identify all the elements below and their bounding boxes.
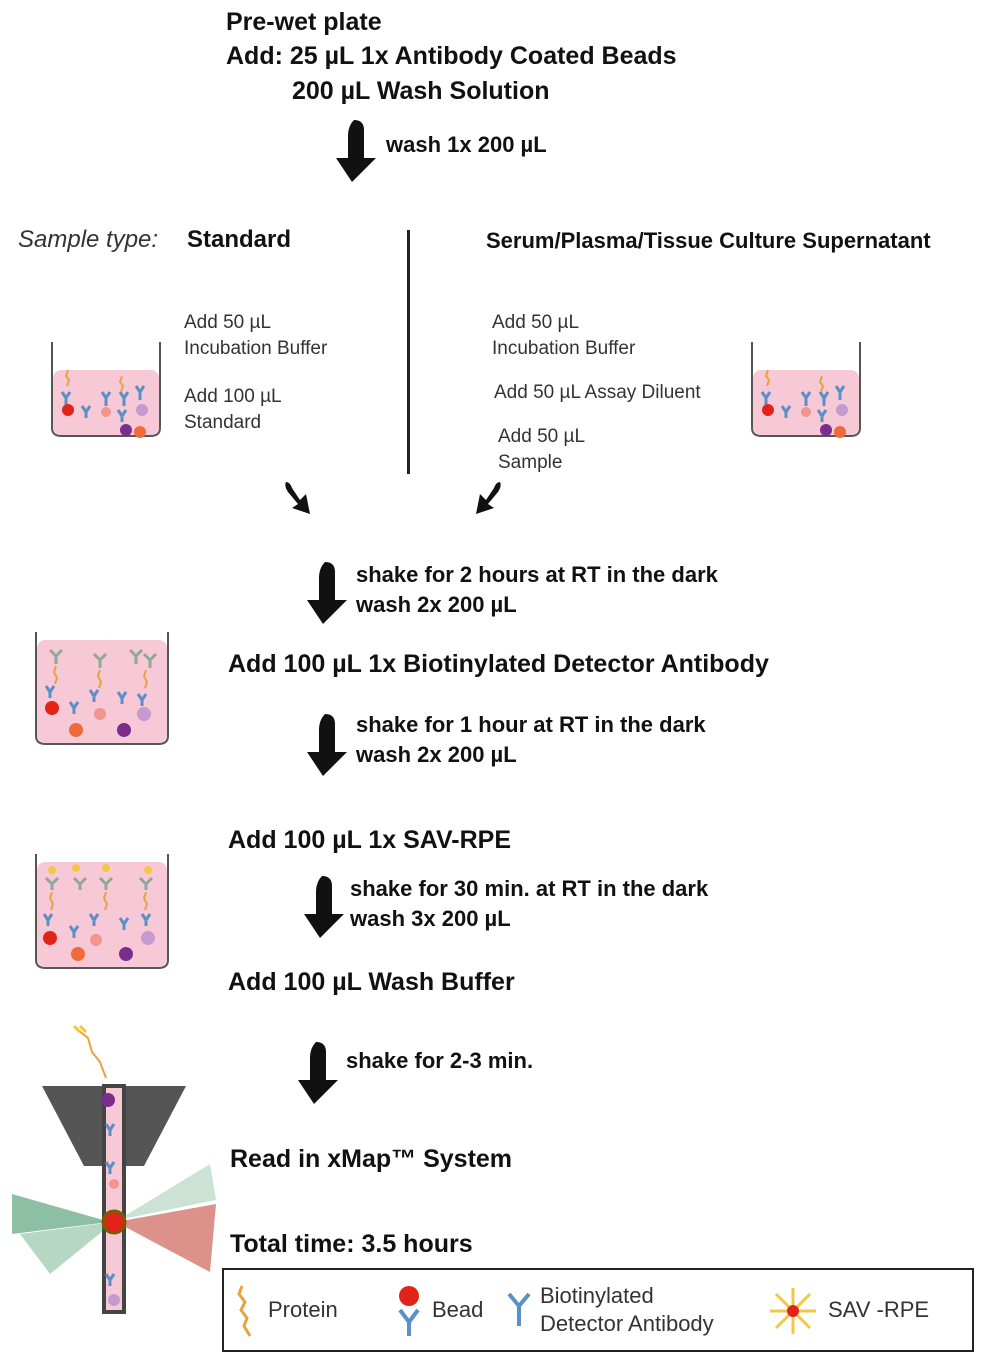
- legend-antibody-line-2: Detector Antibody: [540, 1311, 714, 1336]
- well-detector-icon: [35, 632, 169, 745]
- step-wash-1: wash 1x 200 µL: [386, 132, 547, 157]
- legend-sav: SAV -RPE: [828, 1297, 930, 1322]
- left-add-buffer-line-1: Add 50 µL: [184, 312, 272, 333]
- column-divider: [407, 230, 410, 474]
- protein-icon: [237, 1285, 252, 1337]
- step-4: shake for 30 min. at RT in the dark wash…: [350, 874, 708, 934]
- right-add-buffer-line-2: Incubation Buffer: [492, 338, 636, 359]
- add-sav: Add 100 µL 1x SAV-RPE: [228, 826, 512, 854]
- right-add-buffer-line-1: Add 50 µL: [492, 312, 580, 333]
- add-wash-buffer: Add 100 µL Wash Buffer: [228, 968, 515, 996]
- sample-type-label: Sample type:: [18, 226, 159, 253]
- total-time: Total time: 3.5 hours: [230, 1230, 473, 1258]
- legend-protein: Protein: [268, 1297, 338, 1322]
- legend-antibody: Biotinylated Detector Antibody: [540, 1282, 714, 1338]
- step-2-wash: wash 2x 200 µL: [356, 592, 517, 617]
- step-4-wash: wash 3x 200 µL: [350, 906, 511, 931]
- header-line-1: Pre-wet plate: [226, 8, 382, 36]
- sav-rpe-icon: [770, 1288, 816, 1334]
- right-column-title: Serum/Plasma/Tissue Culture Supernatant: [486, 228, 931, 253]
- step-5: shake for 2-3 min.: [346, 1048, 534, 1073]
- step-3: shake for 1 hour at RT in the dark wash …: [356, 710, 706, 770]
- converge-arrow-left: [285, 482, 310, 514]
- left-add-standard-line-2: Standard: [184, 412, 262, 433]
- step-3-shake: shake for 1 hour at RT in the dark: [356, 712, 706, 737]
- right-add-sample: Add 50 µL Sample: [498, 424, 585, 476]
- step-3-wash: wash 2x 200 µL: [356, 742, 517, 767]
- legend: Protein Bead Biotinylated Detector Antib…: [222, 1268, 974, 1352]
- header-line-3: 200 µL Wash Solution: [292, 77, 550, 105]
- right-add-diluent: Add 50 µL Assay Diluent: [494, 382, 701, 403]
- step-2-shake: shake for 2 hours at RT in the dark: [356, 562, 718, 587]
- flow-cytometer-icon: [12, 1024, 216, 1314]
- right-add-buffer: Add 50 µL Incubation Buffer: [492, 310, 635, 362]
- left-add-standard: Add 100 µL Standard: [184, 384, 282, 436]
- step-2: shake for 2 hours at RT in the dark wash…: [356, 560, 718, 620]
- left-add-standard-line-1: Add 100 µL: [184, 386, 282, 407]
- converge-arrow-right: [476, 482, 501, 514]
- legend-antibody-line-1: Biotinylated: [540, 1283, 654, 1308]
- flow-arrow-5: [298, 1042, 338, 1104]
- left-add-buffer: Add 50 µL Incubation Buffer: [184, 310, 327, 362]
- left-column-title: Standard: [187, 226, 292, 253]
- read-step: Read in xMap™ System: [230, 1145, 513, 1173]
- antibody-icon: [507, 1292, 531, 1326]
- left-add-buffer-line-2: Incubation Buffer: [184, 338, 328, 359]
- flow-arrow-1: [336, 120, 376, 182]
- step-4-shake: shake for 30 min. at RT in the dark: [350, 876, 709, 901]
- right-add-sample-line-2: Sample: [498, 452, 563, 473]
- right-add-sample-line-1: Add 50 µL: [498, 426, 586, 447]
- bead-icon: [398, 1286, 420, 1336]
- add-detector: Add 100 µL 1x Biotinylated Detector Anti…: [228, 650, 769, 678]
- flow-arrow-2: [307, 562, 347, 624]
- well-standard-icon: [51, 342, 161, 438]
- well-sav-icon: [35, 854, 169, 969]
- well-sample-icon: [751, 342, 861, 438]
- flow-arrow-3: [307, 714, 347, 776]
- flow-arrow-4: [304, 876, 344, 938]
- legend-bead: Bead: [432, 1297, 484, 1322]
- header-line-2: Add: 25 µL 1x Antibody Coated Beads: [226, 42, 677, 70]
